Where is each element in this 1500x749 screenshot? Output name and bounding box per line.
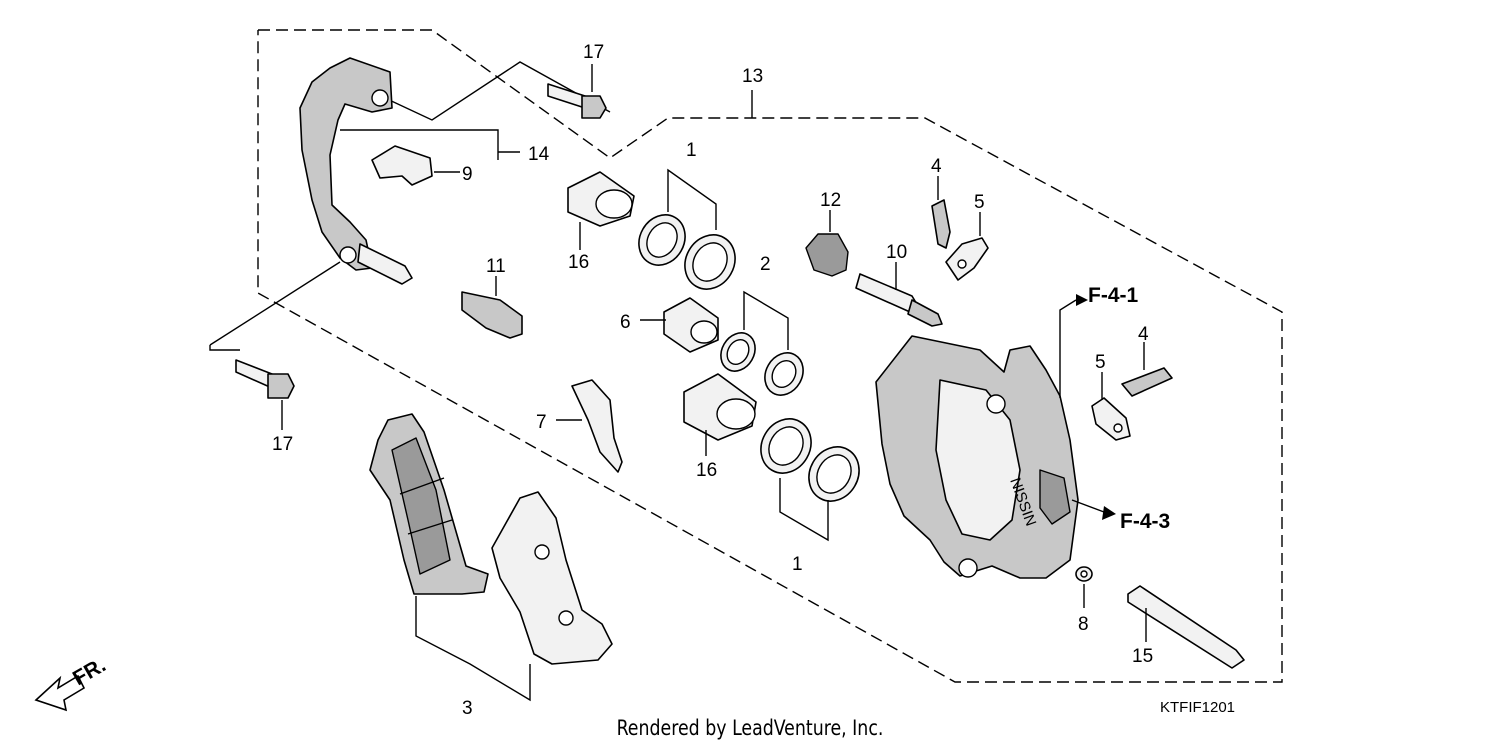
callout-17-lower: 17	[272, 434, 293, 455]
callout-15: 15	[1132, 646, 1153, 667]
bleeder-valve-4-lower[interactable]	[1121, 342, 1173, 397]
diagram-code: KTFIF1201	[1160, 699, 1235, 716]
callout-17-upper: 17	[583, 42, 604, 63]
ref-f-4-3[interactable]: F-4-3	[1120, 510, 1170, 533]
callout-16-upper: 16	[568, 252, 589, 273]
callout-1-upper: 1	[686, 140, 697, 161]
front-direction-arrow: FR.	[34, 653, 110, 712]
bleeder-cap-5-upper[interactable]	[945, 212, 989, 281]
callout-8: 8	[1078, 614, 1089, 635]
bleeder-valve-4-upper[interactable]	[931, 176, 951, 249]
callout-16-lower: 16	[696, 460, 717, 481]
slide-pin-10[interactable]	[855, 262, 943, 327]
callout-4-upper: 4	[931, 156, 942, 177]
piston-16-lower[interactable]	[683, 373, 757, 456]
bleeder-cap-5-lower[interactable]	[1091, 372, 1131, 441]
assembly-outline	[209, 29, 1283, 683]
bleeder-cap-12[interactable]	[805, 210, 849, 277]
footer-credit: Rendered by LeadVenture, Inc.	[616, 716, 884, 740]
pad-retainer-7[interactable]	[556, 379, 623, 473]
pin-boot-11[interactable]	[461, 276, 523, 339]
piston-6[interactable]	[640, 297, 719, 353]
callout-7: 7	[536, 412, 547, 433]
callout-4-lower: 4	[1138, 324, 1149, 345]
callout-13: 13	[742, 66, 763, 87]
brake-pad-front[interactable]	[369, 413, 489, 595]
callout-5-upper: 5	[974, 192, 985, 213]
piston-16-upper[interactable]	[567, 171, 635, 250]
callout-9: 9	[462, 164, 473, 185]
pad-spring-clip[interactable]	[371, 145, 460, 186]
piston-seals-1-lower[interactable]	[751, 410, 869, 542]
piston-seals-1-upper[interactable]	[630, 168, 745, 298]
caliper-body[interactable]: NISSIN	[875, 294, 1116, 579]
bolt-17-lower[interactable]	[235, 359, 295, 430]
washer-8[interactable]	[1075, 566, 1093, 608]
callout-6: 6	[620, 312, 631, 333]
callout-14: 14	[528, 144, 550, 165]
callout-5-lower: 5	[1095, 352, 1106, 373]
ref-f-4-1[interactable]: F-4-1	[1088, 284, 1138, 307]
callout-12: 12	[820, 190, 841, 211]
pin-15[interactable]	[1127, 585, 1245, 669]
callout-2: 2	[760, 254, 771, 275]
bolt-17-upper[interactable]	[547, 64, 607, 119]
callout-3: 3	[462, 698, 473, 719]
caliper-bracket[interactable]	[299, 57, 520, 285]
callout-10: 10	[886, 242, 907, 263]
piston-seals-2[interactable]	[714, 290, 810, 402]
brake-pad-rear[interactable]	[415, 491, 613, 702]
callout-1-lower: 1	[792, 554, 803, 575]
callout-11: 11	[486, 256, 506, 277]
